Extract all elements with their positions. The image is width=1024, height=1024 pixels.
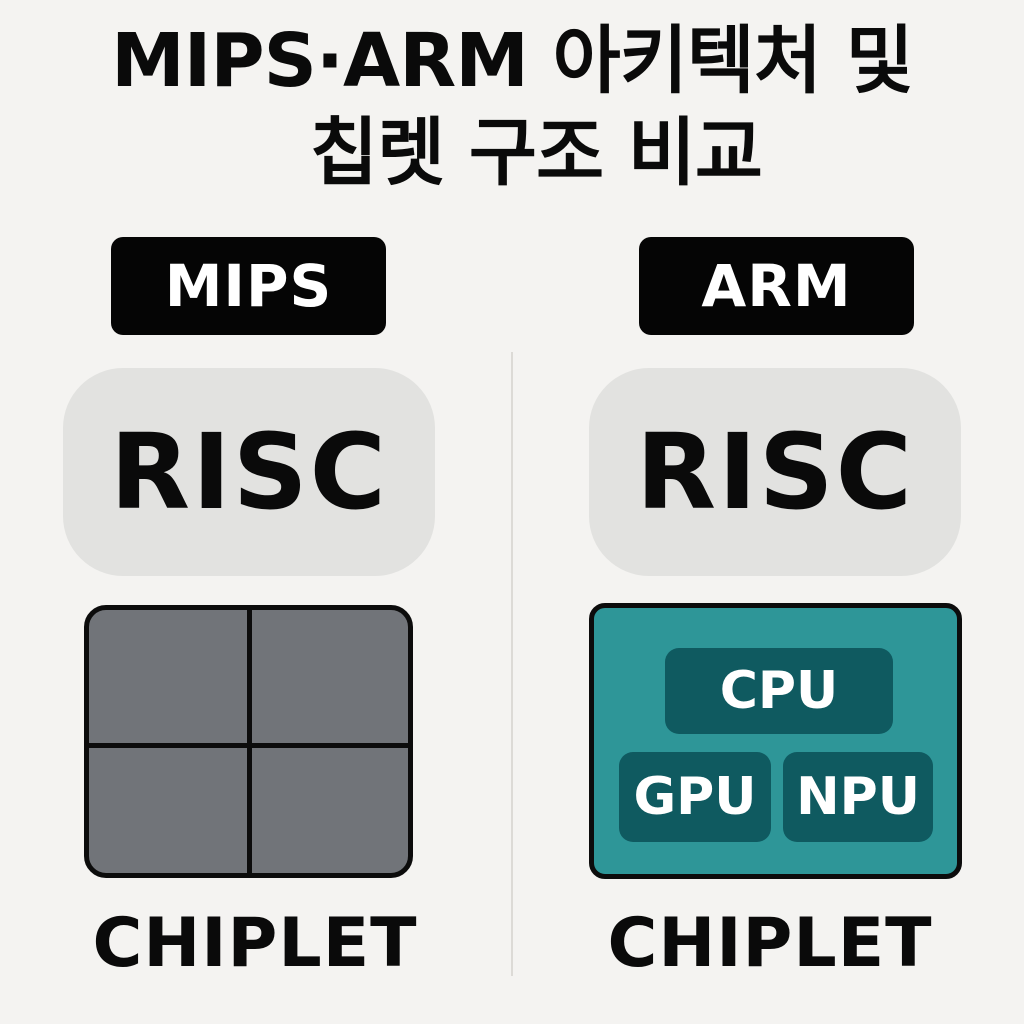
mips-header-label: MIPS xyxy=(111,237,386,335)
npu-label: NPU xyxy=(796,767,920,827)
gpu-block: GPU xyxy=(619,752,771,842)
arm-risc-box: RISC xyxy=(589,368,961,576)
mips-chiplet-grid xyxy=(84,605,413,878)
npu-block: NPU xyxy=(783,752,933,842)
arm-risc-text: RISC xyxy=(635,411,914,533)
column-divider xyxy=(511,352,513,976)
mips-risc-box: RISC xyxy=(63,368,435,576)
title-line-2: 칩렛 구조 비교 xyxy=(309,110,763,196)
mips-header-text: MIPS xyxy=(164,252,333,320)
mips-risc-text: RISC xyxy=(109,411,388,533)
mips-chiplet-caption: CHIPLET xyxy=(92,904,418,983)
chiplet-grid-vertical-divider xyxy=(247,610,252,873)
cpu-block: CPU xyxy=(665,648,893,734)
gpu-label: GPU xyxy=(633,767,757,827)
cpu-label: CPU xyxy=(719,661,839,721)
arm-header-label: ARM xyxy=(639,237,914,335)
arm-chiplet-caption: CHIPLET xyxy=(607,904,933,983)
title-line-1: MIPS·ARM 아키텍처 및 xyxy=(111,18,914,104)
chiplet-grid-horizontal-divider xyxy=(89,743,408,748)
arm-chiplet-package: CPU GPU NPU xyxy=(589,603,962,879)
arm-header-text: ARM xyxy=(701,252,852,320)
